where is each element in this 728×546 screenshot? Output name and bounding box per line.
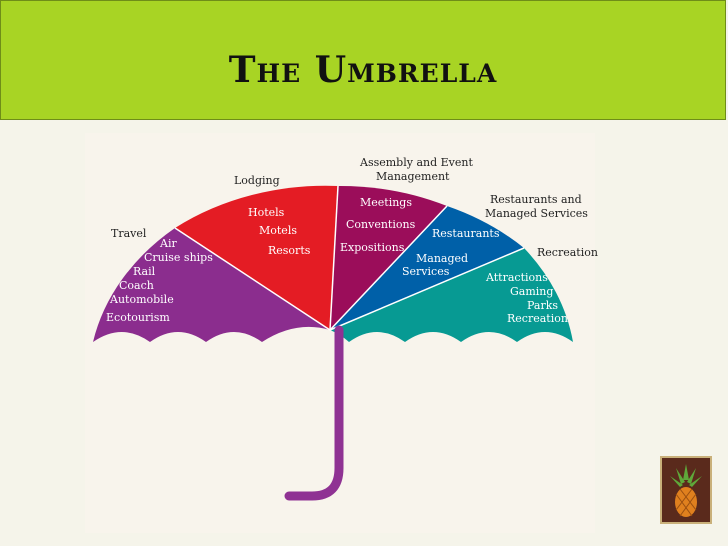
restaurants-wedge [330,206,524,330]
restaurants-heading-line2: Managed Services [485,207,588,220]
title-bar: The Umbrella [0,0,726,120]
travel-heading: Travel [111,227,147,240]
page-title: The Umbrella [228,49,498,91]
lodging-item: Hotels [248,206,285,219]
restaurants-item: Services [402,265,450,278]
assembly-item: Expositions [340,241,405,254]
lodging-item: Motels [259,224,297,237]
recreation-item: Gaming [510,285,553,298]
lodging-item: Resorts [268,244,311,257]
umbrella-handle [284,325,344,501]
lodging-heading: Lodging [234,174,280,187]
travel-item: Ecotourism [106,311,170,324]
assembly-item: Meetings [360,196,412,209]
wedge-dividers [174,185,525,331]
restaurants-heading-line1: Restaurants and [490,193,582,206]
travel-item: Cruise ships [144,251,213,264]
lodging-wedge [175,185,338,330]
pineapple-glyph [670,464,702,517]
restaurants-item: Managed [416,252,468,265]
recreation-item: Attractions [485,271,548,284]
pineapple-icon [660,456,712,524]
travel-item: Air [159,237,177,250]
assembly-item: Conventions [346,218,416,231]
restaurants-item: Restaurants [432,227,500,240]
restaurants-items: Restaurants Managed Services [402,227,500,278]
assembly-heading-line1: Assembly and Event [359,156,473,169]
recreation-item: Parks [527,299,558,312]
recreation-item: Recreation [507,312,568,325]
assembly-heading-line2: Management [376,170,450,183]
recreation-wedge [330,248,573,342]
travel-wedge [93,228,330,342]
travel-item: Automobile [109,293,174,306]
travel-item: Coach [119,279,154,292]
assembly-wedge [330,185,447,330]
recreation-heading: Recreation [537,246,598,259]
travel-item: Rail [133,265,156,278]
recreation-items: Attractions Gaming Parks Recreation [485,271,568,325]
lodging-items: Hotels Motels Resorts [248,206,311,257]
travel-items: Air Cruise ships Rail Coach Automobile E… [106,237,213,324]
assembly-items: Meetings Conventions Expositions [340,196,416,254]
